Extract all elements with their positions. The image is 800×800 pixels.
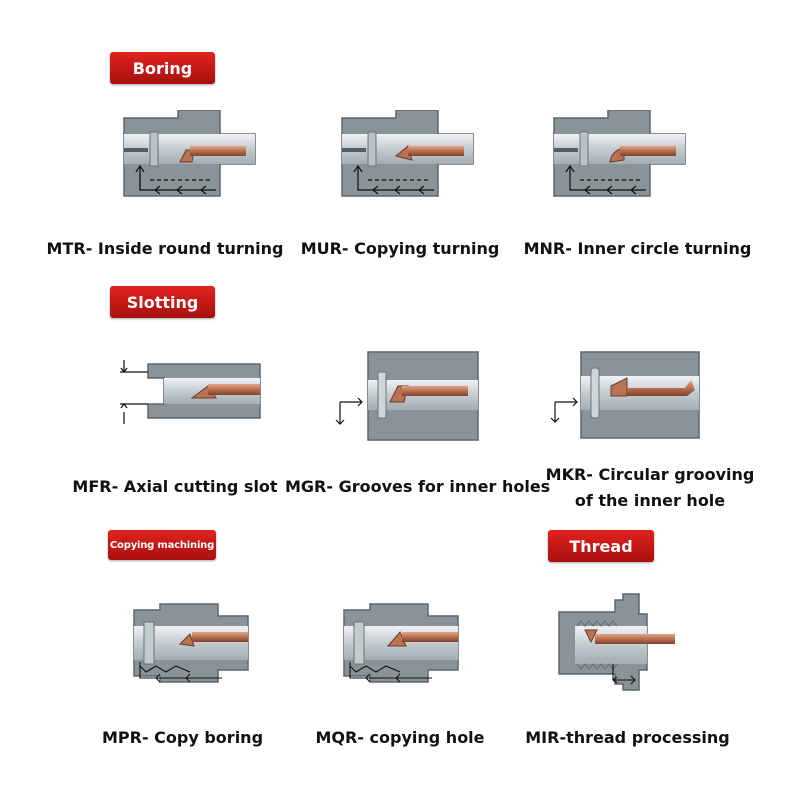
section-badge-slotting: Slotting xyxy=(110,286,215,318)
caption-mtr: MTR- Inside round turning xyxy=(46,239,284,258)
inside-round-turning-icon xyxy=(123,110,256,197)
caption-mgr: MGR- Grooves for inner holes xyxy=(285,477,551,496)
section-label-copying: Copying machining xyxy=(109,539,215,551)
inner-circle-turning-icon xyxy=(553,110,686,197)
copying-turning-icon xyxy=(341,110,474,197)
copy-boring-icon xyxy=(133,603,249,683)
caption-mnr: MNR- Inner circle turning xyxy=(523,239,752,258)
caption-mpr: MPR- Copy boring xyxy=(101,728,264,747)
axial-cutting-slot-icon xyxy=(120,360,261,424)
circular-grooving-icon xyxy=(550,351,700,439)
inner-hole-groove-icon xyxy=(335,351,479,441)
caption-mkr-line1: MKR- Circular grooving xyxy=(545,465,755,484)
section-label-slotting: Slotting xyxy=(126,292,199,312)
caption-mur: MUR- Copying turning xyxy=(300,239,500,258)
caption-mkr-line2: of the inner hole xyxy=(574,491,726,510)
caption-mfr: MFR- Axial cutting slot xyxy=(72,477,278,496)
section-badge-thread: Thread xyxy=(548,530,654,562)
section-badge-copying: Copying machining xyxy=(108,530,216,560)
section-label-thread: Thread xyxy=(569,536,633,556)
caption-mqr: MQR- copying hole xyxy=(315,728,485,747)
thread-processing-icon xyxy=(558,593,675,691)
section-label-boring: Boring xyxy=(132,58,193,78)
caption-mir: MIR-thread processing xyxy=(525,728,730,747)
copying-hole-icon xyxy=(343,603,459,683)
section-badge-boring: Boring xyxy=(110,52,215,84)
